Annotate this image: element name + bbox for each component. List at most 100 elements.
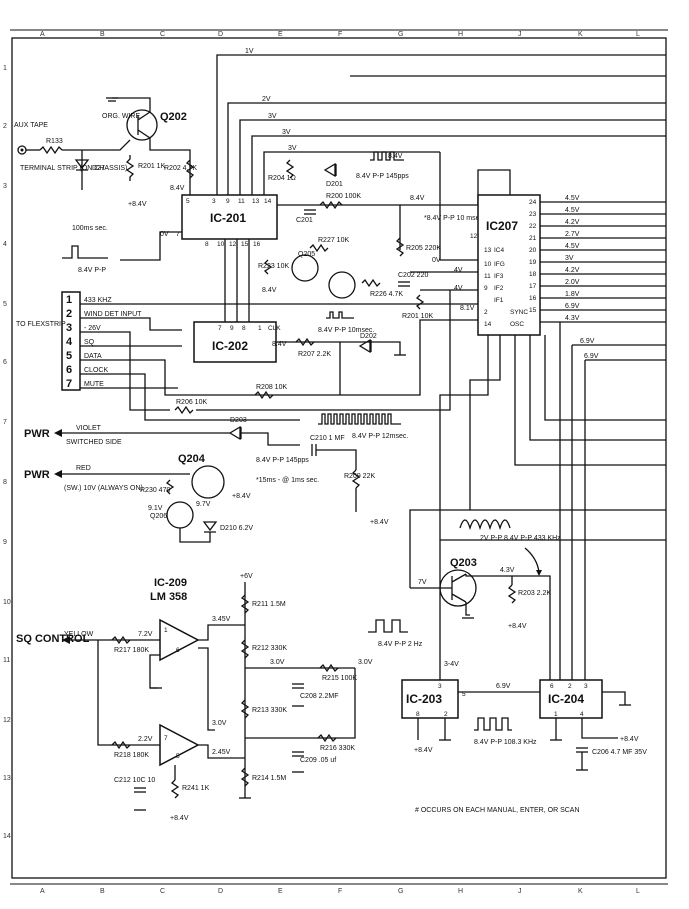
grid-row: 3: [3, 183, 7, 190]
v84-label: 8.4V: [272, 341, 287, 348]
grid-col-top: D: [218, 31, 223, 38]
wire: [149, 654, 160, 689]
grid-col-bottom: F: [338, 888, 342, 895]
pin-label: 4: [580, 711, 584, 718]
r203-label: R203 2.2K: [518, 590, 551, 597]
pin-label: 14: [264, 198, 272, 205]
border-frame: [11, 37, 667, 879]
pin-label: 2: [444, 711, 448, 718]
r201b-label: R201 10K: [402, 313, 433, 320]
switched-side-label: SWITCHED SIDE: [66, 439, 122, 446]
ic207-pin: 12: [470, 233, 478, 240]
ic207-sig: OSC: [510, 321, 524, 328]
ic201-box: [181, 194, 278, 240]
connector-pin: 6: [66, 364, 72, 376]
v30-label: 3.0V: [212, 720, 227, 727]
grid-col-bottom: L: [636, 888, 640, 895]
arrow-icon: [54, 429, 62, 437]
footnote: # OCCURS ON EACH MANUAL, ENTER, OR SCAN: [415, 807, 580, 814]
wire: [469, 335, 666, 511]
grid-col-top: F: [338, 31, 342, 38]
zero-volt-label: 0V: [160, 231, 169, 238]
ic207-volt: 4.3V: [565, 315, 580, 322]
grid-row: 11: [3, 657, 10, 664]
waveform: [370, 151, 404, 161]
ic207-volt: 2.0V: [565, 279, 580, 286]
pin-label: 8: [242, 325, 246, 332]
waveform-label: 8.4V P-P 12msec.: [352, 433, 408, 440]
grid-col-top: H: [458, 31, 463, 38]
d210-diode: [202, 521, 218, 533]
connector-block: [61, 291, 81, 391]
pin-label: 1: [258, 325, 262, 332]
grid-row: 1: [3, 65, 7, 72]
grid-row: 4: [3, 241, 7, 248]
q202-lead: [137, 111, 151, 121]
waveform-label: 8.4V P-P 2 Hz: [378, 641, 423, 648]
pwr-label: PWR: [24, 428, 50, 440]
grid-col-top: L: [636, 31, 640, 38]
connector-pin: 3: [66, 322, 72, 334]
wire: [62, 139, 131, 151]
wire: [80, 319, 478, 396]
r218-label: R218 180K: [114, 752, 149, 759]
waveform-label: *15ms - @ 1ms sec.: [256, 477, 319, 484]
connector-pin: 5: [66, 350, 72, 362]
bus-1v: [216, 54, 666, 195]
pin-label: 15: [241, 241, 249, 248]
v69-label: 6.9V: [496, 683, 511, 690]
q203-label: Q203: [450, 557, 477, 569]
ic207-sig: SYNC: [510, 309, 528, 316]
grid-col-top: J: [518, 31, 522, 38]
d203-diode: [228, 425, 242, 441]
opamp-upper: [159, 618, 200, 662]
ic207-pin: 10: [484, 261, 492, 268]
pin-label: 3: [212, 198, 216, 205]
v34-label: 3-4V: [444, 661, 459, 668]
connector-signal: WIND DET INPUT: [84, 311, 142, 318]
ic207-pin: 9: [484, 285, 488, 292]
bus-3v-b: [251, 135, 666, 195]
d210-label: D210 6.2V: [220, 525, 253, 532]
wire: [544, 335, 666, 421]
aux-tape-label: AUX TAPE: [14, 122, 48, 129]
wire: [340, 341, 401, 355]
grid-col-top: K: [578, 31, 583, 38]
pin-label: 3: [438, 683, 442, 690]
r207-resistor: [295, 337, 315, 347]
ic207-volt: 4.2V: [565, 219, 580, 226]
plus-8v4-label: +8.4V: [414, 747, 433, 754]
ic207-pin: 14: [484, 321, 492, 328]
connector-signal: - 26V: [84, 325, 101, 332]
ic209-label: IC-209: [154, 577, 187, 589]
pin-label: 8: [416, 711, 420, 718]
ic207-pin: 20: [529, 247, 537, 254]
r211-resistor: [240, 594, 250, 614]
v7-label: 7V: [418, 579, 427, 586]
r217-label: R217 180K: [114, 647, 149, 654]
q205-label: Q205: [298, 251, 315, 258]
grid-row: 6: [3, 359, 7, 366]
grid-row: 8: [3, 479, 7, 486]
grid-col-top: G: [398, 31, 403, 38]
ic207-pin: 23: [529, 211, 537, 218]
r200-resistor: [319, 200, 343, 210]
q203-lead: [451, 593, 467, 603]
r204-label: R204 1Ω: [268, 175, 296, 182]
grid-row: 12: [3, 717, 11, 724]
plus-8v4-label: +8.4V: [170, 815, 189, 822]
v72-label: 7.2V: [138, 631, 153, 638]
r133-label: R133: [46, 138, 63, 145]
ic207-pin: 13: [484, 247, 492, 254]
v84-label: 8.4V: [388, 153, 403, 160]
v43-label: 4.3V: [500, 567, 515, 574]
ic207-sig: IFG: [494, 261, 505, 268]
c202-label: C202 220: [398, 272, 428, 279]
ic207-pin: 18: [529, 271, 537, 278]
wire: [514, 335, 666, 466]
c210-label: C210 1 MF: [310, 435, 345, 442]
r213-label: R213 330K: [252, 707, 287, 714]
pin-label: 6: [176, 647, 180, 654]
q202-label: Q202: [160, 111, 187, 123]
ic207-volt: 6.9V: [565, 303, 580, 310]
